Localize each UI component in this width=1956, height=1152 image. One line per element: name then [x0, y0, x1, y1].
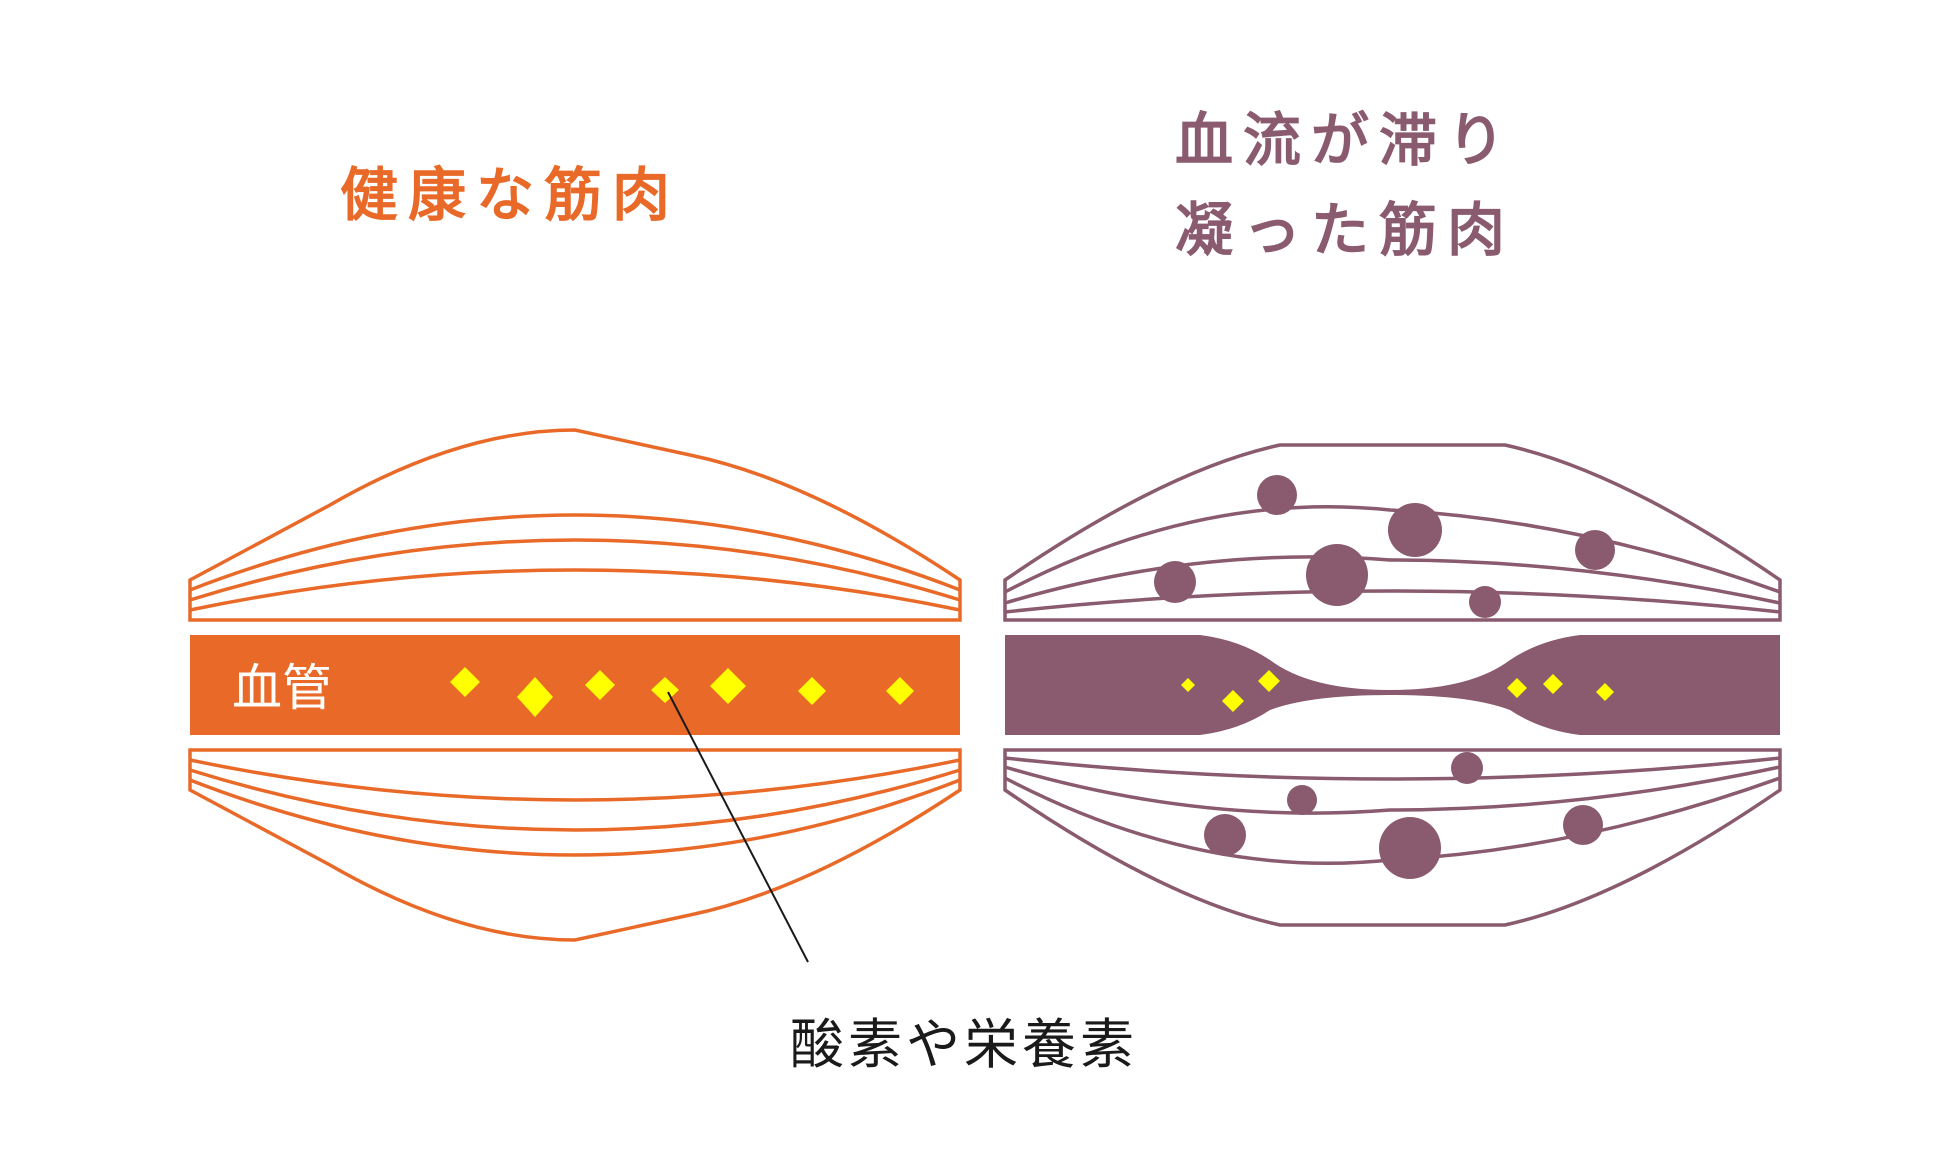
knot — [1575, 530, 1615, 570]
stagnant-blood-vessel — [1005, 635, 1780, 735]
healthy-lower-fiber-1 — [189, 778, 961, 857]
nutrient-diamond — [1543, 674, 1563, 694]
nutrient-diamond — [886, 677, 914, 705]
nutrient-diamond — [798, 677, 826, 705]
muscle-knots — [1154, 475, 1615, 879]
healthy-muscle — [188, 428, 962, 942]
nutrient-diamond — [1258, 670, 1280, 692]
nutrients-caption: 酸素や栄養素 — [790, 1013, 1138, 1076]
stagnant-lower-outline — [1003, 748, 1782, 927]
knot — [1287, 785, 1317, 815]
knot — [1563, 805, 1603, 845]
stagnant-lower-fiber-3 — [1004, 756, 1781, 781]
healthy-upper-fiber-2 — [189, 538, 961, 602]
healthy-upper-fiber-3 — [189, 568, 961, 612]
healthy-upper-outline — [188, 428, 962, 622]
knot — [1451, 752, 1483, 784]
healthy-muscle-title: 健康な筋肉 — [340, 161, 681, 229]
caption-leader-line — [667, 691, 809, 963]
nutrient-diamond — [585, 670, 615, 700]
knot — [1154, 561, 1196, 603]
blood-vessel-label: 血管 — [232, 659, 332, 717]
stagnant-muscle — [1003, 443, 1782, 927]
stagnant-upper-fiber-3 — [1004, 589, 1781, 614]
nutrient-diamond — [710, 668, 746, 704]
nutrient-diamond — [1596, 683, 1614, 701]
knot — [1306, 544, 1368, 606]
knot — [1379, 817, 1441, 879]
knot — [1257, 475, 1297, 515]
nutrient-diamond — [651, 677, 679, 703]
nutrient-diamond — [1181, 678, 1195, 692]
nutrient-diamond — [517, 677, 553, 717]
healthy-lower-fiber-3 — [189, 758, 961, 802]
healthy-upper-fiber-1 — [189, 513, 961, 592]
healthy-nutrients — [450, 667, 914, 717]
knot — [1469, 586, 1501, 618]
knot — [1388, 503, 1442, 557]
stagnant-nutrients — [1181, 670, 1614, 712]
healthy-lower-outline — [188, 748, 962, 942]
nutrient-diamond — [1222, 690, 1244, 712]
stagnant-upper-outline — [1003, 443, 1782, 622]
stagnant-title-line1: 血流が滞り — [1175, 106, 1516, 174]
stagnant-muscle-title: 血流が滞り 凝った筋肉 — [1175, 95, 1515, 275]
knot — [1204, 814, 1246, 856]
nutrient-diamond — [450, 667, 480, 697]
stagnant-title-line2: 凝った筋肉 — [1175, 196, 1516, 264]
healthy-lower-fiber-2 — [189, 768, 961, 832]
stagnant-upper-fiber-2 — [1004, 555, 1781, 605]
stagnant-lower-fiber-2 — [1004, 765, 1781, 815]
stagnant-upper-fiber-1 — [1004, 505, 1781, 594]
healthy-blood-vessel — [190, 635, 960, 735]
nutrient-diamond — [1507, 678, 1527, 698]
